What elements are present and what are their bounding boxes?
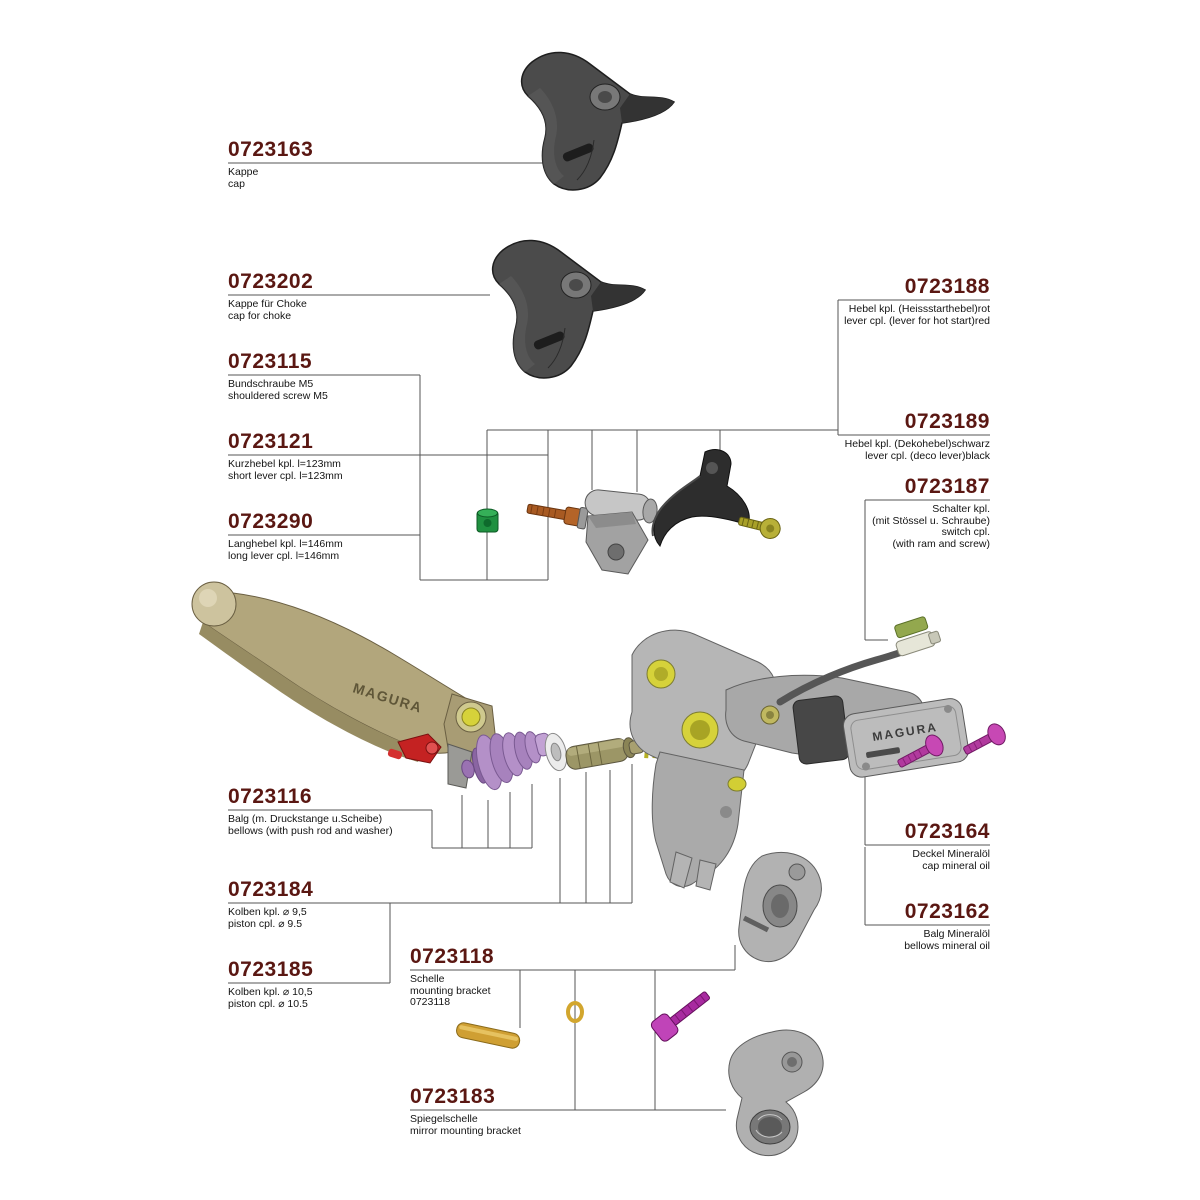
- part-label-0723115: 0723115 Bundschraube M5 shouldered screw…: [228, 350, 328, 402]
- part-piston: [565, 737, 645, 770]
- part-desc-line: Schelle: [410, 973, 445, 985]
- part-label-0723162: 0723162 Balg Mineralöl bellows mineral o…: [904, 900, 990, 952]
- part-desc-line: Langhebel kpl. l=146mm: [228, 538, 343, 550]
- part-mirror-bracket: [728, 1029, 824, 1157]
- part-number: 0723184: [228, 878, 314, 901]
- part-number: 0723185: [228, 958, 314, 981]
- part-desc-line: cap: [228, 177, 245, 190]
- part-desc-line: Kurzhebel kpl. l=123mm: [228, 458, 341, 470]
- part-label-0723164: 0723164 Deckel Mineralöl cap mineral oil: [905, 820, 990, 872]
- part-number: 0723118: [410, 945, 495, 968]
- part-cover-screw-1: [897, 734, 944, 768]
- part-label-0723290: 0723290 Langhebel kpl. l=146mm long leve…: [228, 510, 343, 562]
- part-number: 0723187: [904, 475, 990, 498]
- part-pin: [456, 1022, 521, 1049]
- part-number: 0723183: [410, 1085, 496, 1108]
- part-number: 0723188: [904, 275, 990, 298]
- part-desc-line: piston cpl. ⌀ 9.5: [228, 917, 303, 930]
- part-long-lever: MAGURA: [191, 581, 497, 789]
- part-desc-line: piston cpl. ⌀ 10.5: [228, 997, 308, 1010]
- part-olive-screw: [738, 516, 781, 539]
- part-number: 0723164: [904, 820, 990, 843]
- part-label-0723183: 0723183 Spiegelschelle mirror mounting b…: [410, 1085, 521, 1137]
- part-cap: [520, 51, 675, 191]
- part-desc-line: Schalter kpl.: [932, 503, 990, 515]
- part-number: 0723202: [228, 270, 314, 293]
- part-label-0723188: 0723188 Hebel kpl. (Heissstarthebel)rot …: [844, 275, 990, 327]
- part-label-0723163: 0723163 Kappe cap: [228, 138, 313, 190]
- part-label-0723116: 0723116 Balg (m. Druckstange u.Scheibe) …: [228, 785, 393, 837]
- part-number: 0723116: [228, 785, 313, 808]
- part-desc-line: lever cpl. (lever for hot start)red: [844, 314, 990, 327]
- part-bellows: [471, 731, 553, 791]
- part-desc-line: cap mineral oil: [922, 859, 990, 872]
- part-cap-choke: [491, 239, 646, 379]
- part-label-0723118: 0723118 Schelle mounting bracket 0723118: [410, 945, 494, 1009]
- part-desc-line: shouldered screw M5: [228, 389, 328, 402]
- part-desc-line: Deckel Mineralöl: [912, 848, 990, 860]
- part-number: 0723163: [228, 138, 314, 161]
- part-desc-line: (with ram and screw): [892, 537, 990, 550]
- part-desc-line: switch cpl.: [941, 526, 990, 538]
- part-label-0723121: 0723121 Kurzhebel kpl. l=123mm short lev…: [228, 430, 343, 482]
- part-label-0723189: 0723189 Hebel kpl. (Dekohebel)schwarz le…: [845, 410, 990, 462]
- part-cover-screw-2: [963, 723, 1006, 755]
- part-desc-line: long lever cpl. l=146mm: [228, 549, 340, 562]
- part-desc-line: Bundschraube M5: [228, 378, 314, 390]
- part-desc-line: 0723118: [410, 996, 451, 1008]
- part-desc-line: mounting bracket: [410, 984, 491, 997]
- part-short-lever: [584, 489, 658, 575]
- part-washer: [544, 732, 568, 772]
- part-shouldered-screw: [526, 503, 589, 530]
- part-desc-line: Hebel kpl. (Heissstarthebel)rot: [848, 303, 990, 315]
- part-desc-line: bellows mineral oil: [904, 939, 990, 952]
- part-desc-line: lever cpl. (deco lever)black: [865, 449, 990, 462]
- part-red-adjuster: [387, 733, 442, 764]
- part-desc-line: short lever cpl. l=123mm: [228, 469, 343, 482]
- part-desc-line: Balg Mineralöl: [923, 928, 990, 940]
- part-bracket-screw: [650, 991, 710, 1042]
- part-desc-line: Kappe für Choke: [228, 298, 307, 310]
- part-desc-line: Kappe: [228, 166, 259, 178]
- part-desc-line: bellows (with push rod and washer): [228, 824, 393, 837]
- part-mounting-bracket: [738, 852, 822, 963]
- part-number: 0723189: [904, 410, 990, 433]
- part-desc-line: Spiegelschelle: [410, 1113, 478, 1125]
- part-label-0723202: 0723202 Kappe für Choke cap for choke: [228, 270, 313, 322]
- part-desc-line: Balg (m. Druckstange u.Scheibe): [228, 813, 383, 825]
- part-label-0723187: 0723187 Schalter kpl. (mit Stössel u. Sc…: [872, 475, 990, 550]
- part-desc-line: Kolben kpl. ⌀ 9,5: [228, 906, 307, 918]
- part-label-0723184: 0723184 Kolben kpl. ⌀ 9,5 piston cpl. ⌀ …: [228, 878, 313, 930]
- part-master-cylinder-body: [629, 629, 777, 891]
- part-number: 0723162: [904, 900, 990, 923]
- part-desc-line: (mit Stössel u. Schraube): [872, 514, 990, 527]
- part-hot-start-lever: [651, 449, 750, 547]
- part-number: 0723115: [228, 350, 313, 373]
- part-switch-cable: [776, 616, 941, 706]
- part-desc-line: cap for choke: [228, 309, 292, 322]
- part-desc-line: Kolben kpl. ⌀ 10,5: [228, 986, 313, 998]
- part-number: 0723290: [228, 510, 314, 533]
- part-green-nut: [476, 508, 499, 533]
- part-desc-line: Hebel kpl. (Dekohebel)schwarz: [844, 438, 990, 450]
- part-oring: [566, 1001, 584, 1023]
- part-number: 0723121: [228, 430, 314, 453]
- part-desc-line: mirror mounting bracket: [410, 1124, 521, 1137]
- part-label-0723185: 0723185 Kolben kpl. ⌀ 10,5 piston cpl. ⌀…: [228, 958, 313, 1010]
